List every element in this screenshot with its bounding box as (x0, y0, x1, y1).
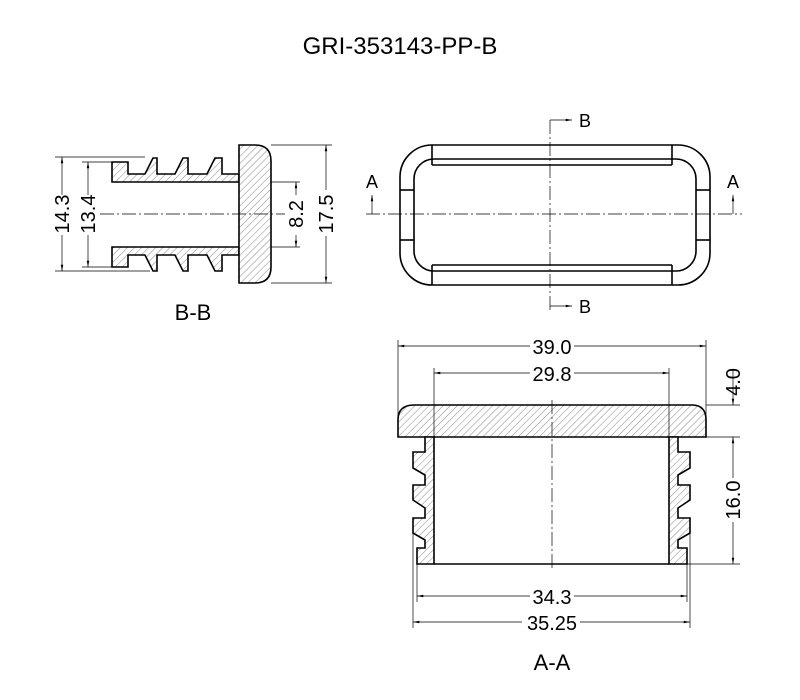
dim-29-8: 29.8 (533, 364, 572, 386)
marker-a-left: A (366, 172, 378, 192)
section-bb: 14.3 13.4 8.2 17.5 B-B (52, 144, 338, 325)
section-aa-label: A-A (534, 650, 571, 675)
marker-b-bottom: B (579, 297, 591, 317)
dim-4-0: 4.0 (723, 368, 745, 396)
dim-35-25: 35.25 (527, 613, 577, 635)
section-bb-label: B-B (175, 300, 212, 325)
dim-34-3: 34.3 (533, 587, 572, 609)
dim-8-2: 8.2 (286, 200, 308, 228)
marker-b-top: B (579, 111, 591, 131)
bb-lower-wall (111, 246, 240, 272)
aa-left-wall (412, 436, 435, 565)
dim-13-4: 13.4 (78, 195, 100, 234)
dim-39-0: 39.0 (533, 337, 572, 359)
dim-16-0: 16.0 (723, 481, 745, 520)
top-view: A A B B (366, 111, 742, 317)
section-aa: 39.0 29.8 4.0 16.0 34.3 35.25 A-A (397, 332, 745, 675)
dim-17-5: 17.5 (316, 195, 338, 234)
drawing-title: GRI-353143-PP-B (303, 33, 498, 60)
aa-right-wall (668, 436, 691, 565)
marker-a-right: A (727, 172, 739, 192)
bb-upper-wall (111, 157, 240, 183)
dim-14-3: 14.3 (52, 195, 74, 234)
